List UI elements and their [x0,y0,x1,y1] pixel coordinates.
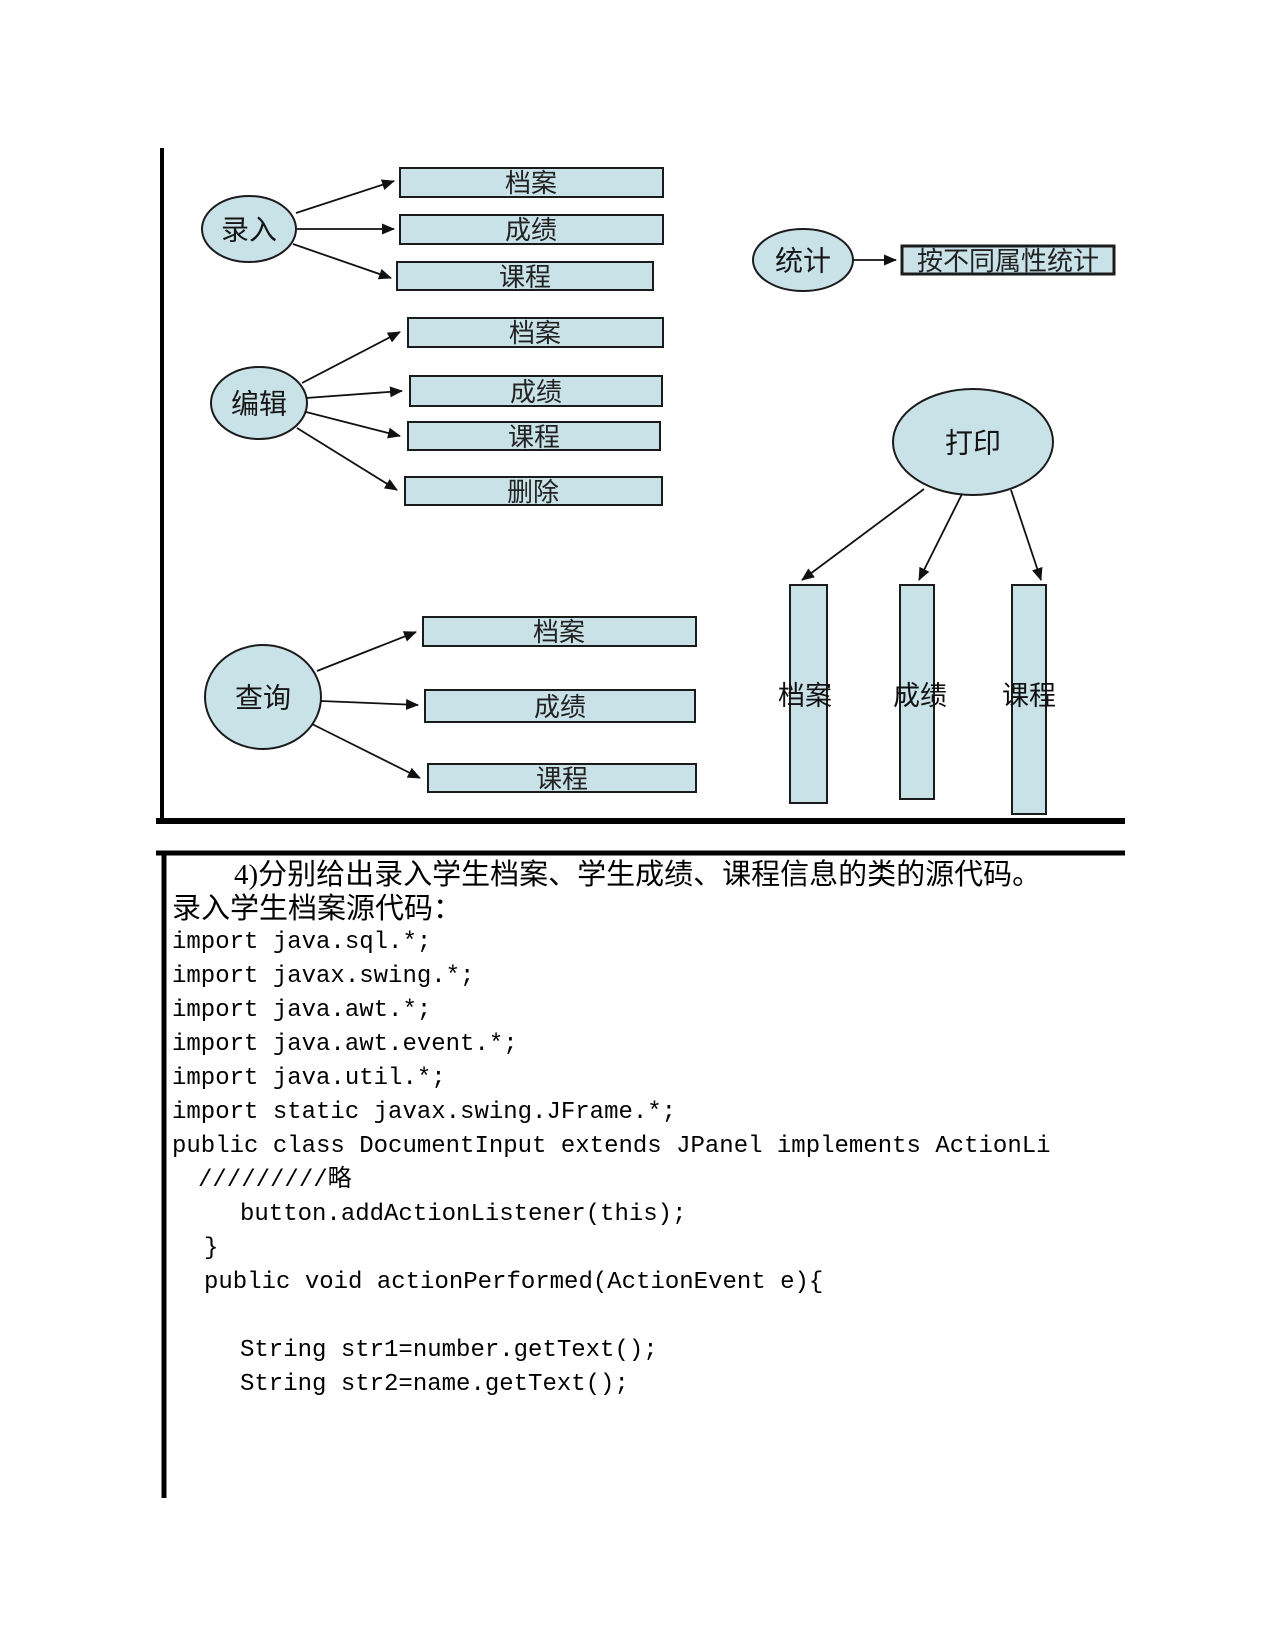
arrow-chaxun-dangan [316,631,417,672]
dayin-bar-kecheng-label: 课程 [1002,681,1056,711]
code-heading: 4)分别给出录入学生档案、学生成绩、课程信息的类的源代码。 [234,859,1042,891]
node-dayin-label: 打印 [945,428,1001,459]
node-tongji-ellipse [752,228,854,292]
node-bianji-ellipse [210,366,308,440]
luru-target-dangan-box [399,167,664,198]
dayin-bar-kecheng [1011,584,1047,815]
node-bianji-label: 编辑 [231,389,287,420]
chaxun-target-kecheng-box [427,763,697,793]
luru-target-kecheng-box [396,261,654,291]
dayin-bar-dangan-label: 档案 [778,681,832,711]
arrow-bianji-kecheng [305,411,401,439]
node-luru-label: 录入 [221,215,277,246]
arrow-bianji-chengji [305,386,403,399]
code-line-import-awt: import java.awt.*; [172,997,432,1024]
bianji-target-chengji-box [409,375,663,407]
bianji-target-shanchu-label: 删除 [507,477,559,507]
code-line-import-swing: import javax.swing.*; [172,963,475,990]
code-line-str1: String str1=number.getText(); [240,1337,658,1364]
luru-target-dangan-label: 档案 [505,168,557,198]
code-line-import-sql: import java.sql.*; [172,929,432,956]
chaxun-target-dangan-label: 档案 [533,617,585,647]
chaxun-target-chengji-label: 成绩 [534,692,586,722]
code-subheading: 录入学生档案源代码： [172,893,463,925]
bianji-target-kecheng-box [407,421,661,451]
chaxun-target-chengji-box [424,689,696,723]
arrow-bianji-shanchu [296,427,398,491]
bianji-target-dangan-label: 档案 [509,318,561,348]
arrow-luru-kecheng [292,243,392,280]
code-line-add-listener: button.addActionListener(this); [240,1201,687,1228]
source-code-section: 4)分别给出录入学生档案、学生成绩、课程信息的类的源代码。 录入学生档案源代码：… [172,858,1132,1402]
tongji-target-box [900,244,1116,276]
code-line-str2: String str2=name.getText(); [240,1371,629,1398]
dayin-bar-chengji-label: 成绩 [893,681,947,711]
arrow-chaxun-kecheng [311,723,421,779]
arrow-dayin-kecheng [1010,489,1043,581]
chaxun-target-dangan-box [422,616,697,647]
node-dayin-ellipse [892,388,1054,496]
code-line-import-util: import java.util.*; [172,1065,446,1092]
chaxun-target-kecheng-label: 课程 [536,764,588,794]
code-line-class-decl: public class DocumentInput extends JPane… [172,1133,1051,1160]
code-line-close-brace: } [204,1235,219,1262]
node-chaxun-ellipse [204,644,322,750]
arrow-dayin-chengji [918,493,963,581]
code-line-action-performed: public void actionPerformed(ActionEvent … [204,1269,824,1296]
luru-target-chengji-label: 成绩 [505,215,557,245]
code-line-import-event: import java.awt.event.*; [172,1031,518,1058]
luru-target-kecheng-label: 课程 [499,262,551,292]
node-luru-ellipse [201,195,297,263]
node-tongji-label: 统计 [775,246,831,277]
dayin-bar-dangan [789,584,828,804]
bianji-target-chengji-label: 成绩 [510,377,562,407]
arrow-bianji-dangan [301,331,401,384]
arrow-dayin-dangan [801,488,925,581]
node-chaxun-label: 查询 [235,683,291,714]
dayin-bar-chengji [899,584,935,800]
bianji-target-dangan-box [407,317,664,348]
luru-target-chengji-box [399,214,664,245]
bianji-target-shanchu-box [404,476,663,506]
code-line-blank [172,1300,1132,1334]
arrow-luru-dangan [295,179,395,214]
arrow-chaxun-chengji [320,699,419,711]
tongji-target-label: 按不同属性统计 [917,246,1099,276]
code-line-import-static: import static javax.swing.JFrame.*; [172,1099,677,1126]
code-line-omitted: /////////略 [198,1167,352,1194]
bianji-target-kecheng-label: 课程 [508,422,560,452]
